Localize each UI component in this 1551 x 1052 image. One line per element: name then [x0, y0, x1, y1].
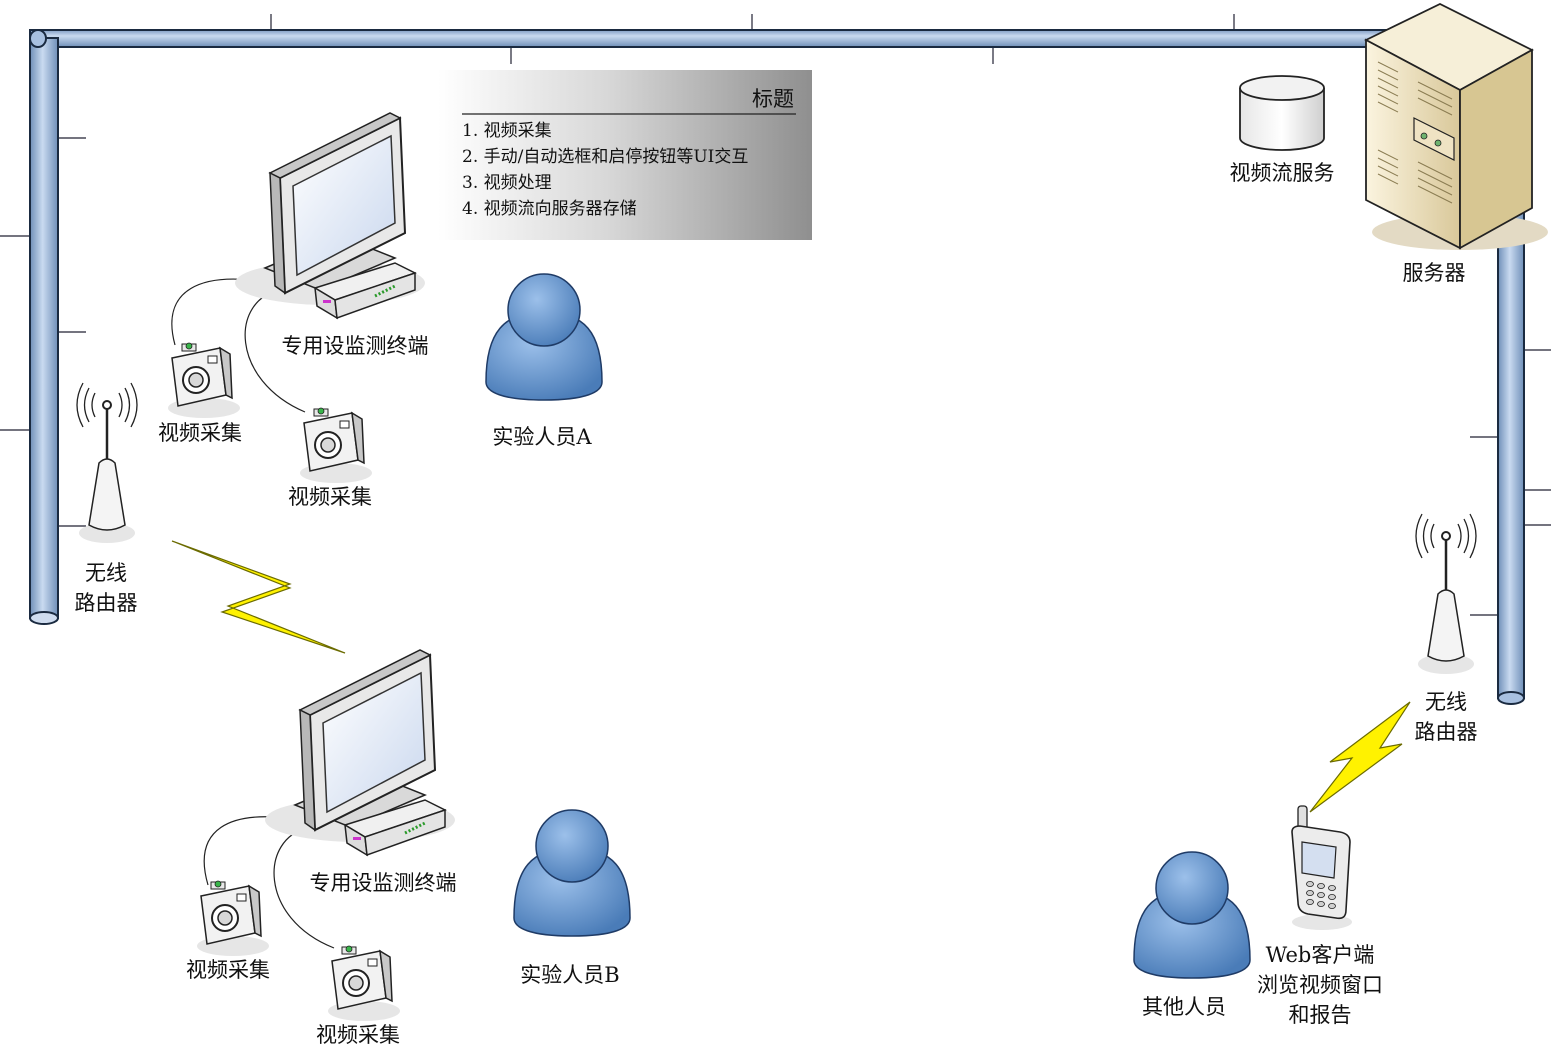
wireless-router-icon — [1414, 512, 1478, 676]
legend-title: 标题 — [752, 87, 794, 111]
router-right: 无线 路由器 — [1414, 512, 1478, 744]
terminal-b-label: 专用设监测终端 — [310, 871, 457, 895]
camera-b2: 视频采集 — [316, 945, 401, 1047]
person-icon — [513, 809, 631, 937]
person-other-label: 其他人员 — [1142, 995, 1226, 1019]
wireless-link-icon — [171, 540, 346, 654]
router-right-line2: 路由器 — [1415, 720, 1478, 744]
web-client-line3: 和报告 — [1289, 1003, 1352, 1027]
monitor-icon — [233, 111, 427, 320]
monitor-icon — [263, 648, 457, 857]
camera-b1-label: 视频采集 — [186, 958, 270, 982]
legend-item: 2. 手动/自动选框和启停按钮等UI交互 — [462, 147, 748, 167]
camera-a2-label: 视频采集 — [288, 485, 372, 509]
terminal-a-label: 专用设监测终端 — [282, 334, 429, 358]
terminal-a: 专用设监测终端 — [171, 111, 429, 413]
wireless-router-icon — [75, 381, 139, 545]
person-b-label: 实验人员B — [520, 963, 619, 987]
server: 服务器 — [1364, 2, 1548, 285]
web-client-line2: 浏览视频窗口 — [1257, 973, 1383, 997]
camera-b2-label: 视频采集 — [316, 1023, 400, 1047]
terminal-b: 专用设监测终端 — [203, 648, 457, 949]
person-a-label: 实验人员A — [492, 425, 592, 449]
stream-service: 视频流服务 — [1230, 75, 1335, 185]
person-a: 实验人员A — [485, 273, 603, 449]
stream-service-label: 视频流服务 — [1230, 161, 1335, 185]
network-backbone — [0, 14, 1551, 705]
person-icon — [485, 273, 603, 401]
camera-icon — [196, 880, 270, 957]
legend-background — [438, 70, 812, 240]
router-left: 无线 路由器 — [75, 381, 139, 615]
database-icon — [1239, 75, 1325, 151]
web-client-line1: Web客户端 — [1266, 943, 1375, 967]
legend-item: 4. 视频流向服务器存储 — [462, 199, 637, 219]
legend-item: 3. 视频处理 — [462, 173, 552, 193]
router-left-line2: 路由器 — [75, 591, 138, 615]
router-left-line1: 无线 — [85, 561, 127, 585]
router-right-line1: 无线 — [1425, 690, 1467, 714]
wireless-link-icon — [1309, 701, 1411, 813]
camera-b1: 视频采集 — [186, 880, 270, 982]
camera-a1-label: 视频采集 — [158, 421, 242, 445]
phone-icon — [1291, 805, 1352, 930]
person-b: 实验人员B — [513, 809, 631, 987]
camera-icon — [167, 342, 241, 419]
legend-item: 1. 视频采集 — [462, 121, 552, 141]
camera-a2: 视频采集 — [288, 407, 373, 509]
person-other: 其他人员 — [1133, 851, 1251, 1019]
camera-icon — [299, 407, 373, 484]
legend-box: 标题 1. 视频采集 2. 手动/自动选框和启停按钮等UI交互 3. 视频处理 … — [438, 70, 812, 240]
server-icon — [1364, 2, 1548, 250]
person-icon — [1133, 851, 1251, 979]
mobile-phone: Web客户端 浏览视频窗口 和报告 — [1257, 805, 1383, 1027]
camera-a1: 视频采集 — [158, 342, 242, 445]
camera-icon — [327, 945, 401, 1022]
server-label: 服务器 — [1403, 261, 1466, 285]
